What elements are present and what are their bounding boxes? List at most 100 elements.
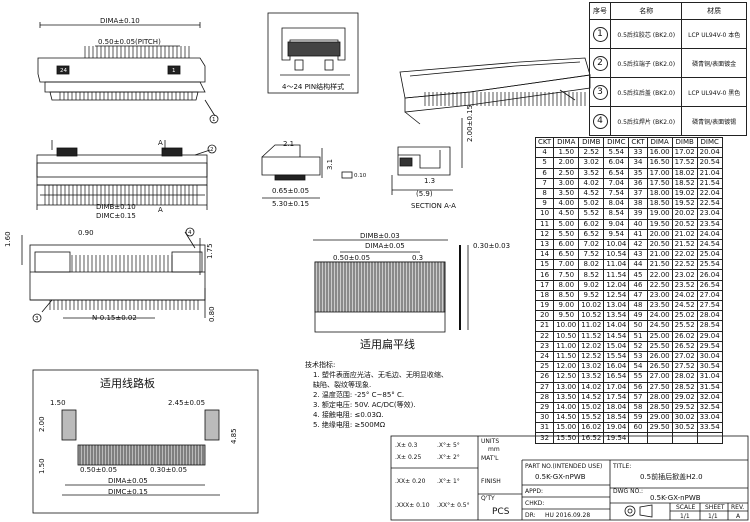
- ckt-cell: [646, 432, 673, 444]
- ckt-cell: 13.00: [553, 381, 580, 393]
- ckt-cell: 46: [628, 279, 648, 291]
- tol-1-b: .X°± 2°: [437, 454, 460, 461]
- ckt-cell: 11.00: [553, 340, 580, 352]
- label-5-30: 5.30±0.15: [272, 200, 309, 208]
- section-view-left: [261, 144, 353, 199]
- mat-row: 3 0.5后拉后盖 (BK2.0) LCP UL94V-0 黑色: [588, 77, 747, 107]
- ckt-cell: 15.50: [553, 432, 580, 444]
- ckt-cell: 31: [534, 422, 555, 434]
- ckt-cell: 27.54: [696, 299, 723, 312]
- ckt-cell: 13.52: [578, 371, 605, 383]
- ckt-cell: [628, 432, 648, 444]
- ckt-cell: 30.54: [696, 361, 723, 373]
- ckt-cell: 11.04: [603, 259, 630, 271]
- ckt-cell: 25.50: [646, 340, 673, 352]
- ckt-cell: 9.54: [603, 228, 630, 240]
- ckt-cell: 59: [628, 412, 648, 424]
- mat-no: 3: [592, 84, 608, 100]
- sheet-value: 1/1: [708, 513, 718, 520]
- tech-line: 1. 塑件表面应光洁、无毛边、无明显收缩、: [313, 371, 448, 379]
- mat-row: 1 0.5后拉胶芯 (BK2.0) LCP UL94V-0 本色: [588, 19, 747, 49]
- ckt-cell: 11.02: [578, 320, 605, 332]
- ckt-cell: 45: [628, 269, 648, 281]
- title-label: TITLE:: [612, 463, 631, 470]
- ckt-header-cell: DIMB: [578, 136, 605, 149]
- ckt-cell: 21.04: [696, 167, 723, 179]
- ckt-cell: 20: [534, 310, 555, 322]
- finish-label: FINISH: [481, 478, 501, 485]
- ckt-cell: 20.02: [671, 208, 698, 220]
- ckt-cell: 33.54: [696, 422, 723, 434]
- ckt-cell: 11.54: [603, 269, 630, 281]
- ckt-cell: 15.00: [553, 422, 580, 434]
- ckt-cell: 2.52: [578, 147, 605, 159]
- mat-header-no: 序号: [588, 2, 612, 20]
- pcb-0-50: 0.50±0.05: [80, 466, 117, 474]
- ckt-cell: 30.02: [671, 412, 698, 424]
- ckt-cell: 26.52: [671, 340, 698, 352]
- ckt-cell: 14: [534, 249, 555, 261]
- ckt-cell: 3.50: [553, 187, 580, 200]
- ckt-cell: 26.02: [671, 330, 698, 342]
- mat-no: 2: [592, 55, 608, 71]
- mat-header-name: 名称: [610, 2, 683, 20]
- ckt-cell: 29.52: [671, 401, 698, 414]
- tech-line: 5. 绝缘电阻: ≥500MΩ: [313, 421, 386, 429]
- ckt-cell: 6.50: [553, 249, 580, 261]
- ckt-cell: 55: [628, 371, 648, 383]
- ckt-cell: 19: [534, 299, 555, 312]
- ckt-cell: 51: [628, 330, 648, 342]
- label-0-10: 0.10: [354, 173, 367, 179]
- ckt-cell: 7.54: [603, 187, 630, 200]
- ckt-cell: 20.50: [646, 238, 673, 251]
- ckt-cell: 24.00: [646, 310, 673, 322]
- ckt-cell: 8.52: [578, 269, 605, 281]
- ckt-cell: 12.04: [603, 279, 630, 291]
- ckt-cell: 33.04: [696, 412, 723, 424]
- mat-name: 0.5后拉焊片 (BK2.0): [610, 106, 683, 136]
- ckt-cell: 19.04: [603, 422, 630, 434]
- connector-plan-view: [36, 140, 211, 210]
- ckt-cell: 16: [534, 269, 555, 281]
- ckt-cell: 10: [534, 208, 555, 220]
- pin-ticks: [44, 46, 586, 465]
- ckt-cell: 30.52: [671, 422, 698, 434]
- ckt-cell: 1.50: [553, 147, 580, 159]
- ckt-cell: 30.04: [696, 350, 723, 363]
- label-n: N-0.15±0.02: [92, 314, 137, 322]
- connector-top-view: [37, 22, 216, 117]
- tol-1-a: .X± 0.25: [395, 454, 421, 461]
- ckt-cell: 29.54: [696, 340, 723, 352]
- ckt-cell: 20.00: [646, 228, 673, 240]
- ckt-cell: 49: [628, 310, 648, 322]
- ckt-cell: 26.00: [646, 350, 673, 363]
- ckt-cell: 9.02: [578, 279, 605, 291]
- dr-label: DR:: [525, 512, 536, 519]
- ckt-cell: 37: [628, 187, 648, 200]
- ckt-cell: 28.02: [671, 371, 698, 383]
- ckt-cell: 24.50: [646, 320, 673, 332]
- ckt-cell: 19.54: [603, 432, 630, 444]
- pcb-4-85: 4.85: [230, 428, 238, 444]
- tech-line: 4. 接触电阻: ≤0.03Ω.: [313, 411, 384, 419]
- ckt-cell: 24: [534, 350, 555, 363]
- ckt-cell: 21: [534, 320, 555, 332]
- ckt-cell: 23.50: [646, 299, 673, 312]
- pcb-dima: DIMA±0.05: [108, 477, 148, 485]
- ckt-cell: 5: [534, 157, 555, 169]
- pcb-title: 适用线路板: [100, 376, 155, 390]
- ckt-cell: 4.52: [578, 187, 605, 200]
- ckt-cell: 16.52: [578, 432, 605, 444]
- label-5-9: (5.9): [416, 190, 433, 198]
- ckt-cell: 9.04: [603, 218, 630, 230]
- tech-line: 缺陷、裂纹等现象.: [313, 381, 372, 389]
